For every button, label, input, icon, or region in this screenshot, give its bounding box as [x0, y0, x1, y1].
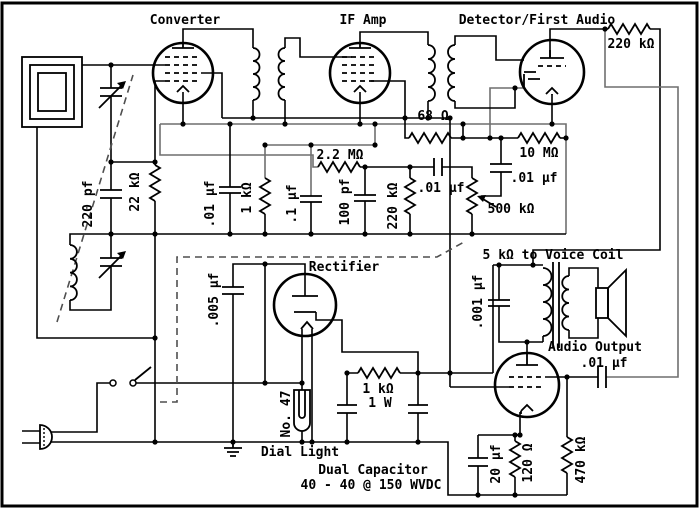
- label-01-det: .01 μf: [511, 171, 558, 186]
- label-01-conv: .01 μf: [203, 181, 218, 228]
- label-220k-v: 220 kΩ: [386, 182, 401, 229]
- label-100pf: 100 pf: [338, 179, 353, 226]
- power-switch: [109, 366, 152, 387]
- label-470k: 470 kΩ: [574, 436, 589, 483]
- label-500k: 500 kΩ: [488, 202, 535, 217]
- resistor-220k-plate-load: [607, 22, 651, 36]
- resistor-120: [508, 440, 522, 478]
- loop-antenna: [21, 56, 83, 128]
- capacitors: [100, 158, 607, 467]
- if-transformer-2: [427, 44, 456, 102]
- label-220pf: 220 pf: [81, 181, 96, 228]
- resistor-68: [408, 131, 452, 145]
- output-transformer: [542, 262, 570, 348]
- label-dial-light: Dial Light: [261, 445, 339, 460]
- cap-01-detector: [490, 163, 512, 173]
- label-68: 68 Ω: [417, 109, 448, 124]
- cap-001: [488, 299, 510, 307]
- label-dual-cap: Dual Capacitor: [318, 463, 428, 478]
- label-p1: .1 μf: [285, 184, 300, 223]
- detector-first-audio-tube: [518, 38, 586, 106]
- label-if-amp: IF Amp: [340, 13, 387, 28]
- resistor-2.2M: [317, 160, 361, 174]
- label-voice-coil: 5 kΩ to Voice Coil: [483, 248, 624, 263]
- dial-lamp: [293, 389, 311, 432]
- tuning-capacitor: [98, 81, 126, 109]
- label-01-coupling: .01 μf: [418, 181, 465, 196]
- cap-100pf: [354, 194, 376, 202]
- label-005: .005 μf: [207, 273, 222, 328]
- label-01-audio: .01 μf: [581, 356, 628, 371]
- label-audio-output: Audio Output: [548, 340, 642, 355]
- resistor-470k: [560, 436, 574, 474]
- cap-01-coupling: [433, 158, 443, 176]
- label-2.2M: 2.2 MΩ: [317, 148, 364, 163]
- label-converter: Converter: [150, 13, 221, 28]
- cap-20uf: [468, 457, 488, 467]
- if-transformer-1: [252, 47, 286, 101]
- label-dual-cap-val: 40 - 40 @ 150 WVDC: [301, 478, 442, 493]
- rectifier-tube: [272, 272, 338, 338]
- label-1w: 1 W: [368, 396, 392, 411]
- label-22k: 22 kΩ: [128, 172, 143, 211]
- label-rectifier: Rectifier: [309, 260, 380, 275]
- oscillator-capacitor: [98, 251, 126, 279]
- dual-cap-b: [408, 404, 428, 414]
- label-001: .001 μf: [471, 275, 486, 330]
- resistor-1k: [258, 177, 272, 215]
- oscillator-coil: [69, 244, 78, 302]
- resistor-220k-vertical: [403, 177, 417, 215]
- text-labels: Converter IF Amp Detector/First Audio 22…: [81, 13, 655, 493]
- label-220k-top: 220 kΩ: [608, 37, 655, 52]
- dual-cap-a: [337, 404, 357, 414]
- cap-01-converter: [219, 186, 241, 194]
- label-120: 120 Ω: [521, 443, 536, 482]
- cap-005: [222, 286, 244, 295]
- if-amp-tube: [328, 41, 392, 105]
- volume-pot-500k: [465, 177, 479, 215]
- label-1k-1w: 1 kΩ: [362, 382, 393, 397]
- label-10M: 10 MΩ: [519, 146, 558, 161]
- resistor-1k-1w: [357, 366, 401, 380]
- converter-tube: [151, 41, 215, 105]
- cap-p1: [300, 195, 322, 203]
- resistor-22k: [148, 164, 162, 202]
- speaker-icon: [595, 267, 627, 339]
- label-no47: No. 47: [279, 391, 294, 438]
- ac-plug-icon: [39, 424, 53, 450]
- resistors: [148, 22, 651, 478]
- label-20uf: 20 μf: [489, 444, 504, 483]
- cap-220pf: [100, 189, 122, 199]
- cap-01-audio: [597, 366, 607, 388]
- junction-dots: [108, 26, 608, 498]
- label-detector: Detector/First Audio: [459, 13, 616, 28]
- label-1k: 1 kΩ: [240, 182, 255, 213]
- audio-output-tube: [493, 351, 561, 419]
- resistor-10M: [517, 131, 561, 145]
- volume-switch-link: [160, 241, 465, 403]
- ground-symbol: [224, 442, 242, 457]
